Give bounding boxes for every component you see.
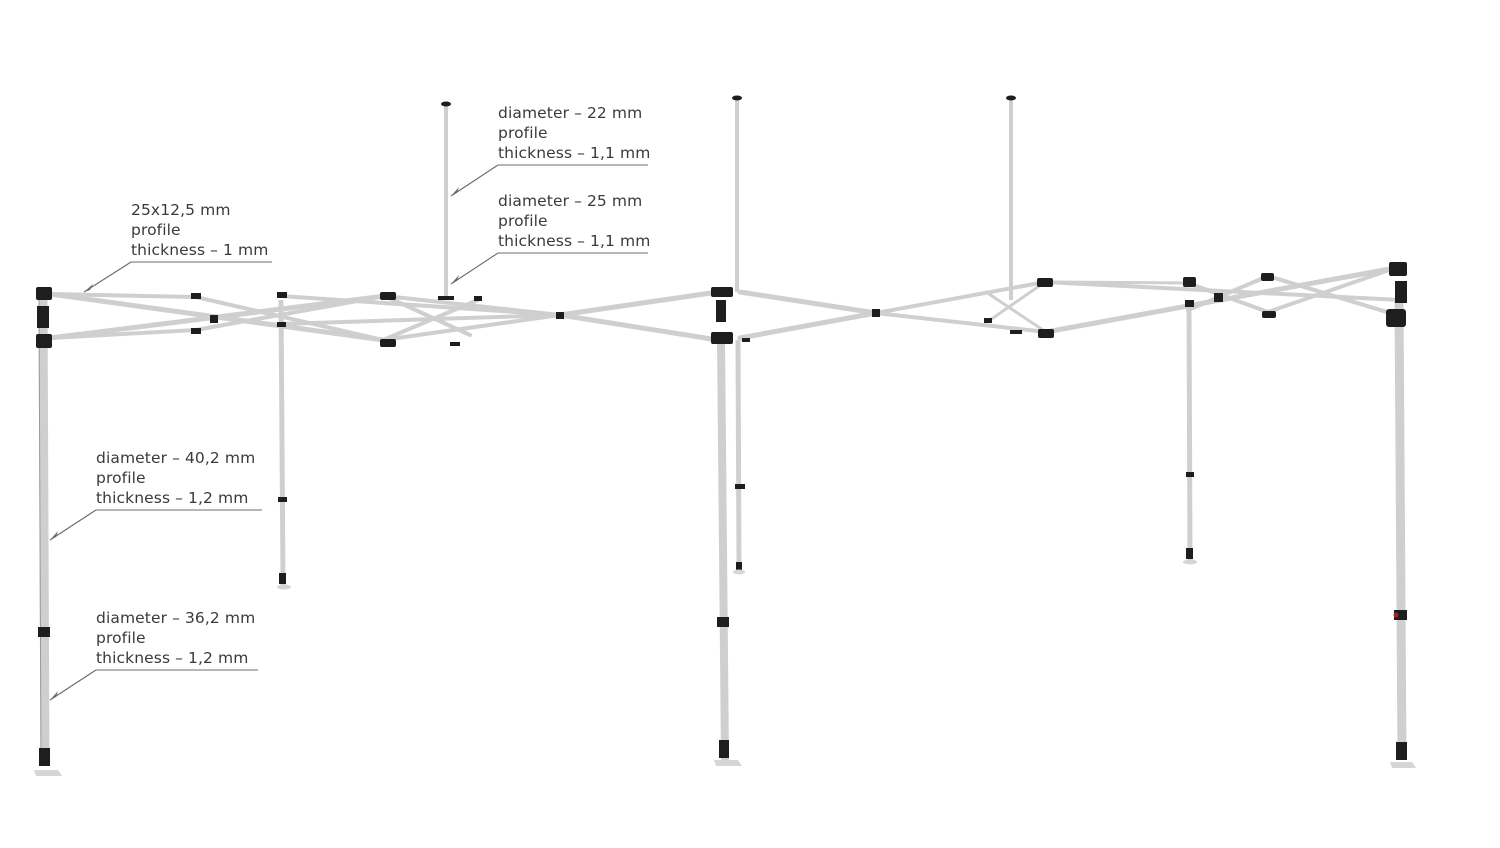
- annotation-line: thickness – 1,1 mm: [498, 144, 651, 162]
- annotation-truss-profile: 25x12,5 mm profile thickness – 1 mm: [131, 200, 268, 260]
- annotation-center-pole-lower: diameter – 25 mm profile thickness – 1,1…: [498, 191, 650, 251]
- annotation-line: thickness – 1 mm: [131, 241, 269, 259]
- annotation-line: profile: [96, 629, 146, 647]
- annotation-line: thickness – 1,1 mm: [498, 232, 651, 250]
- joints: [36, 262, 1407, 348]
- annotation-line: profile: [498, 212, 548, 230]
- annotation-line: profile: [96, 469, 146, 487]
- annotation-center-pole-upper: diameter – 22 mm profile thickness – 1,1…: [498, 103, 650, 163]
- leader-lines: [49, 164, 648, 701]
- annotation-line: thickness – 1,2 mm: [96, 649, 249, 667]
- annotation-line: 25x12,5 mm: [131, 201, 231, 219]
- annotation-line: profile: [131, 221, 181, 239]
- center-poles: [441, 95, 1016, 300]
- legs: [34, 299, 1416, 776]
- roof-truss: [47, 265, 1402, 343]
- annotation-line: profile: [498, 124, 548, 142]
- annotation-line: diameter – 40,2 mm: [96, 449, 256, 467]
- annotation-leg-upper: diameter – 40,2 mm profile thickness – 1…: [96, 448, 255, 508]
- annotation-line: thickness – 1,2 mm: [96, 489, 249, 507]
- annotation-line: diameter – 36,2 mm: [96, 609, 256, 627]
- annotation-leg-lower: diameter – 36,2 mm profile thickness – 1…: [96, 608, 255, 668]
- annotation-line: diameter – 22 mm: [498, 104, 643, 122]
- annotation-line: diameter – 25 mm: [498, 192, 643, 210]
